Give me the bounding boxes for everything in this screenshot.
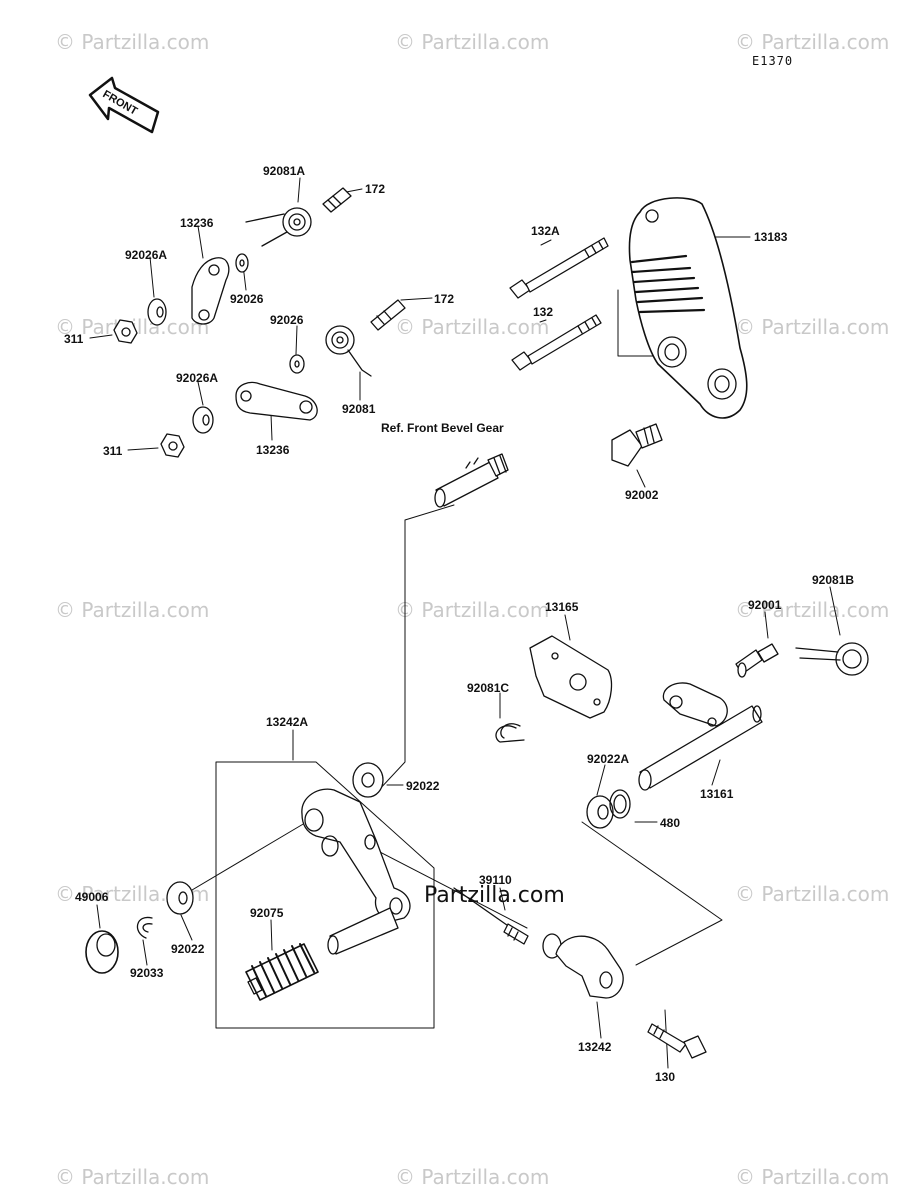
cap-49006 bbox=[85, 930, 119, 974]
washer-92022-lower bbox=[166, 881, 194, 915]
part-label-92033: 92033 bbox=[130, 966, 164, 980]
part-label-92001: 92001 bbox=[748, 598, 782, 612]
watermark: © Partzilla.com bbox=[55, 30, 210, 54]
part-label-92026: 92026 bbox=[230, 292, 264, 306]
part-label-49006: 49006 bbox=[75, 890, 109, 904]
part-label-130: 130 bbox=[655, 1070, 676, 1084]
watermark: © Partzilla.com bbox=[395, 1165, 550, 1189]
part-label-13165: 13165 bbox=[545, 600, 579, 614]
part-label-92026A: 92026A bbox=[125, 248, 168, 262]
washer-92022A bbox=[586, 795, 614, 829]
washer-92026-lower bbox=[289, 354, 305, 374]
washer-92026-upper bbox=[235, 253, 249, 273]
part-label-92026A: 92026A bbox=[176, 371, 219, 385]
link-13236-upper bbox=[191, 257, 230, 325]
part-label-39110: 39110 bbox=[479, 873, 512, 887]
nut-311-lower bbox=[160, 433, 185, 458]
spring-92081B bbox=[795, 642, 869, 676]
plate-13165 bbox=[529, 635, 613, 719]
diagram-code: E1370 bbox=[752, 54, 794, 68]
part-label-92026: 92026 bbox=[270, 313, 304, 327]
part-label-132A: 132A bbox=[531, 224, 560, 238]
peg-92075-shaft bbox=[327, 907, 399, 955]
part-label-311: 311 bbox=[103, 444, 123, 458]
partzilla-brand: Partzilla.com bbox=[424, 883, 565, 908]
watermark: © Partzilla.com bbox=[735, 598, 890, 622]
washer-92022-upper bbox=[352, 762, 384, 798]
shift-shaft-13161 bbox=[638, 682, 763, 791]
reference-note: Ref. Front Bevel Gear bbox=[381, 421, 504, 435]
part-label-13161: 13161 bbox=[700, 787, 734, 801]
spring-92081 bbox=[325, 325, 372, 377]
part-label-13183: 13183 bbox=[754, 230, 788, 244]
part-label-13236: 13236 bbox=[256, 443, 290, 457]
washer-92026A-lower bbox=[192, 406, 214, 434]
washer-92026A-upper bbox=[147, 298, 167, 326]
bolt-132 bbox=[511, 314, 602, 371]
watermark: © Partzilla.com bbox=[735, 882, 890, 906]
part-label-480: 480 bbox=[660, 816, 681, 830]
ring-480 bbox=[609, 789, 631, 819]
part-label-13242: 13242 bbox=[578, 1040, 612, 1054]
bolt-130 bbox=[647, 1023, 707, 1059]
part-label-92002: 92002 bbox=[625, 488, 659, 502]
watermark: © Partzilla.com bbox=[55, 1165, 210, 1189]
bolt-92002 bbox=[611, 423, 663, 467]
reference-lines bbox=[191, 289, 723, 1029]
part-label-311: 311 bbox=[64, 332, 84, 346]
rubber-92075 bbox=[245, 943, 319, 1001]
part-label-92081C: 92081C bbox=[467, 681, 510, 695]
part-label-92081A: 92081A bbox=[263, 164, 306, 178]
pin-172-lower bbox=[370, 299, 406, 331]
clip-92081C bbox=[495, 723, 525, 743]
bracket-13183 bbox=[628, 197, 748, 419]
front-arrow-icon bbox=[88, 76, 160, 134]
nut-311-upper bbox=[113, 319, 138, 344]
watermark: © Partzilla.com bbox=[55, 598, 210, 622]
watermark: © Partzilla.com bbox=[395, 315, 550, 339]
part-label-13236: 13236 bbox=[180, 216, 214, 230]
part-label-92022A: 92022A bbox=[587, 752, 630, 766]
spring-92081A bbox=[245, 207, 312, 247]
bolt-132A bbox=[509, 237, 609, 299]
shift-lever-13242A bbox=[301, 788, 411, 923]
part-label-92075: 92075 bbox=[250, 906, 284, 920]
watermark: © Partzilla.com bbox=[395, 598, 550, 622]
part-label-172: 172 bbox=[434, 292, 455, 306]
part-label-92022: 92022 bbox=[406, 779, 440, 793]
watermark: © Partzilla.com bbox=[735, 1165, 890, 1189]
link-13236-lower bbox=[235, 381, 318, 421]
part-label-92081: 92081 bbox=[342, 402, 376, 416]
part-label-92022: 92022 bbox=[171, 942, 205, 956]
rod-39110 bbox=[453, 887, 529, 945]
clip-92033 bbox=[136, 916, 153, 939]
part-label-13242A: 13242A bbox=[266, 715, 309, 729]
pin-92001 bbox=[735, 643, 779, 678]
part-label-92081B: 92081B bbox=[812, 573, 855, 587]
watermark: © Partzilla.com bbox=[395, 30, 550, 54]
watermark: © Partzilla.com bbox=[735, 30, 890, 54]
pin-172-upper bbox=[322, 187, 352, 213]
shaft-front-bevel-gear bbox=[434, 453, 509, 508]
watermark: © Partzilla.com bbox=[735, 315, 890, 339]
part-label-132: 132 bbox=[533, 305, 554, 319]
part-label-172: 172 bbox=[365, 182, 386, 196]
lever-13242 bbox=[542, 933, 624, 999]
leader-lines bbox=[89, 177, 841, 1069]
